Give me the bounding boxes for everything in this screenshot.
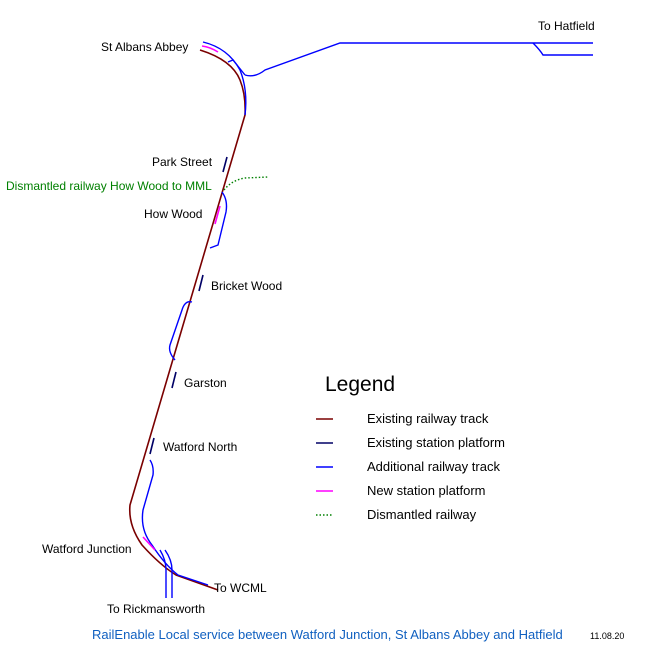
additional-bricket-loop	[168, 300, 193, 361]
label-garston: Garston	[184, 376, 227, 390]
newplat-how-wood	[214, 205, 221, 225]
platform-bricket-wood	[198, 274, 204, 292]
label-park-street: Park Street	[152, 155, 213, 169]
label-to-rickmansworth: To Rickmansworth	[107, 602, 205, 616]
existing-main-track	[128, 49, 246, 591]
additional-watford-loop	[141, 459, 209, 586]
additional-hatfield-link	[244, 42, 593, 77]
label-dismantled-branch: Dismantled railway How Wood to MML	[6, 179, 212, 193]
label-to-hatfield: To Hatfield	[538, 19, 595, 33]
legend-label-existing: Existing railway track	[367, 411, 489, 426]
additional-hatfield-branch	[532, 42, 593, 56]
newplat-st-albans	[201, 45, 219, 53]
legend-label-newplat: New station platform	[367, 483, 486, 498]
legend-label-platform: Existing station platform	[367, 435, 505, 450]
footer-title: RailEnable Local service between Watford…	[92, 627, 563, 642]
label-st-albans-abbey: St Albans Abbey	[101, 40, 188, 54]
label-watford-north: Watford North	[163, 440, 237, 454]
label-to-wcml: To WCML	[214, 581, 267, 595]
label-bricket-wood: Bricket Wood	[211, 279, 282, 293]
legend-label-dismantled: Dismantled railway	[367, 507, 477, 522]
label-watford-junction: Watford Junction	[42, 542, 132, 556]
platform-park-street	[222, 156, 228, 173]
legend: Legend Existing railway track Existing s…	[316, 373, 505, 522]
legend-title: Legend	[325, 373, 395, 396]
dismantled-howwood-mml	[223, 176, 269, 191]
platform-watford-north	[149, 437, 155, 455]
additional-rickmansworth-1	[159, 549, 167, 598]
footer-date: 11.08.20	[590, 631, 624, 641]
additional-abbey-crossover	[227, 59, 246, 76]
platform-garston	[171, 371, 177, 389]
additional-howwood-loop	[209, 191, 228, 249]
label-how-wood: How Wood	[144, 207, 202, 221]
legend-label-additional: Additional railway track	[367, 459, 500, 474]
newplat-watford-junction	[142, 536, 156, 551]
additional-rickmansworth-2	[164, 549, 173, 598]
additional-abbey-loop	[202, 41, 247, 116]
